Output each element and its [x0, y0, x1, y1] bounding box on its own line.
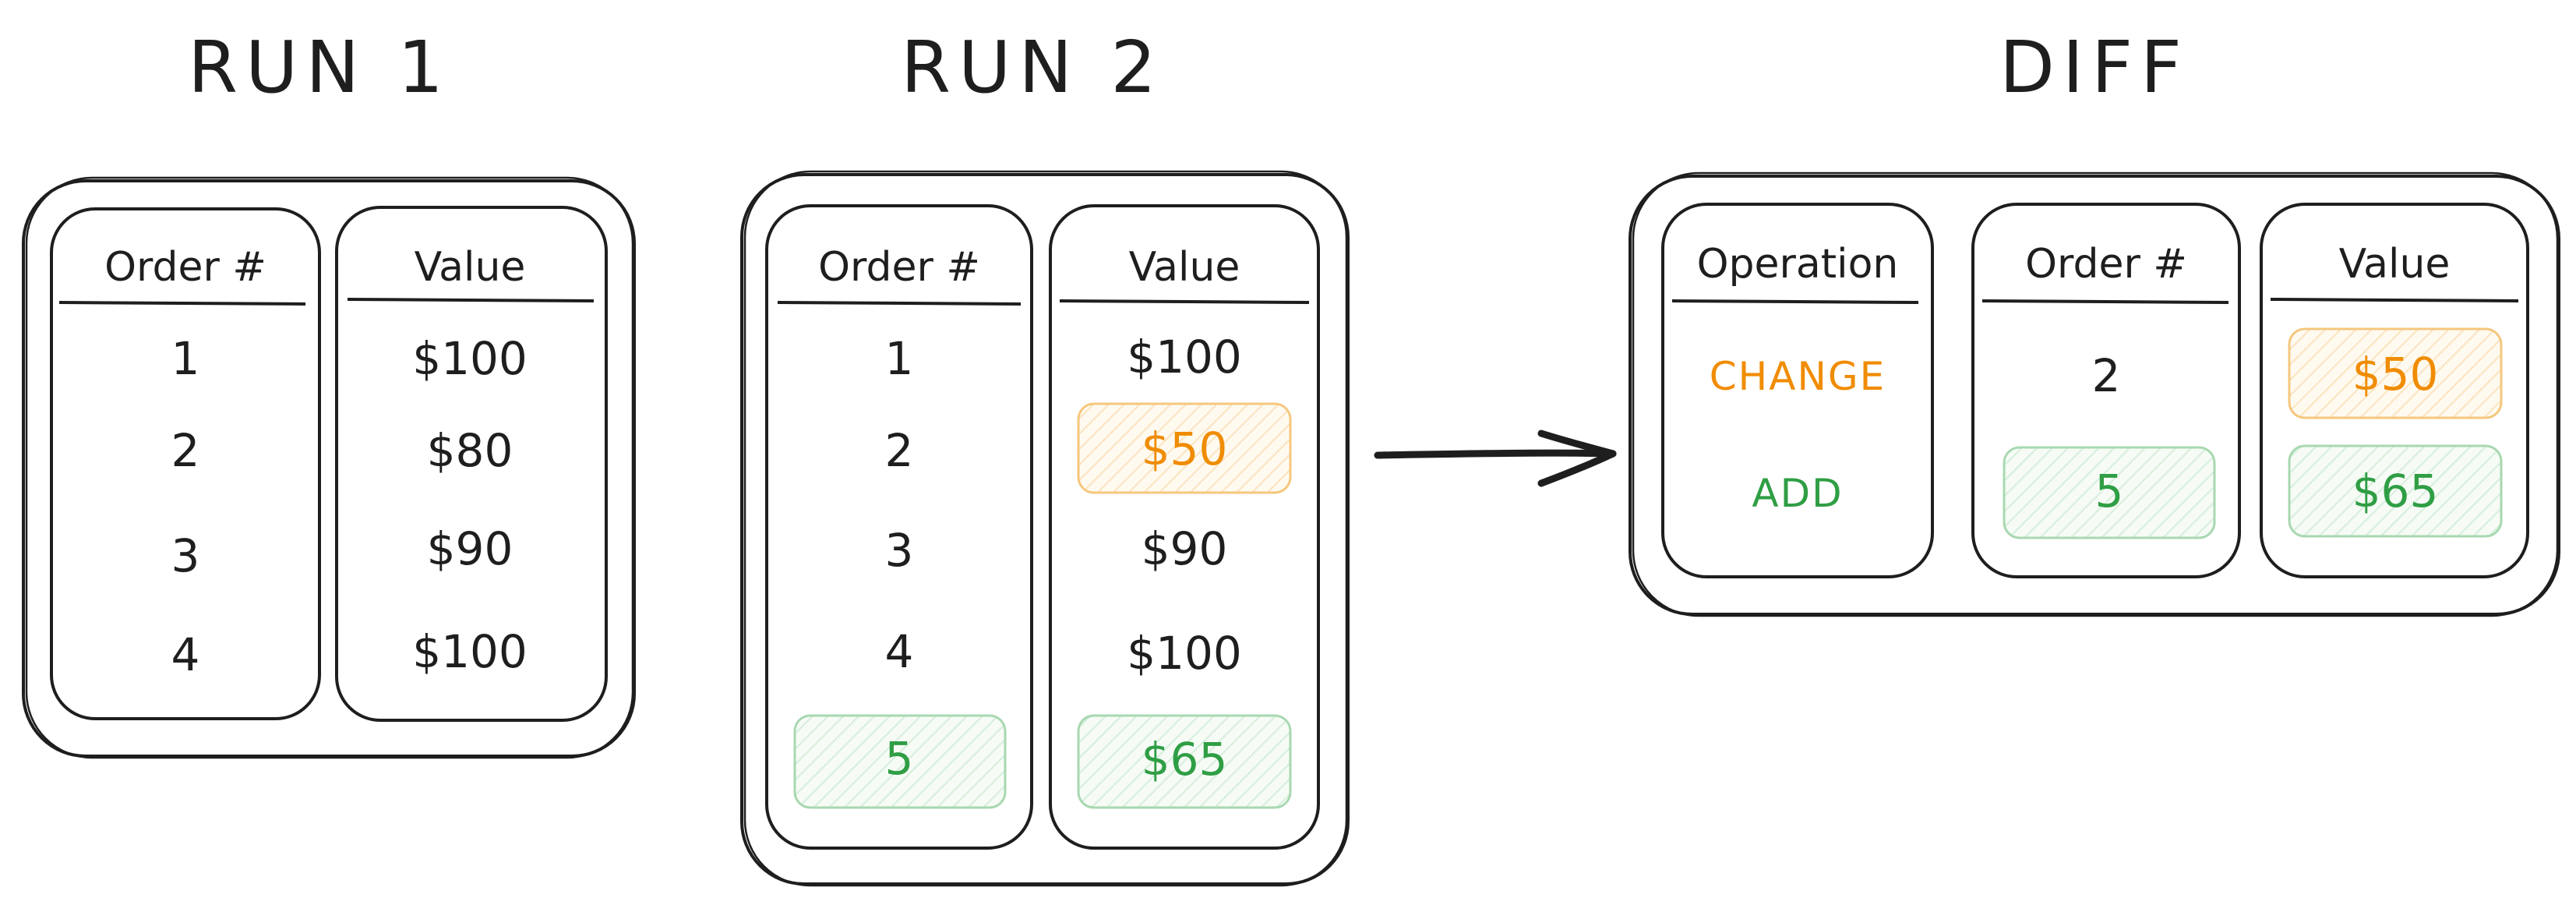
- run2-added-value-highlight: [1077, 714, 1292, 809]
- run2-value-cell-changed: $50: [1142, 422, 1228, 475]
- right-arrow-icon: [1374, 430, 1617, 487]
- diff-operation-add: ADD: [1752, 471, 1843, 516]
- run2-order-cell: 3: [885, 524, 914, 577]
- run1-value-column: Value $100 $80 $90 $100: [335, 206, 608, 722]
- run2-order-cell: 1: [885, 332, 914, 385]
- diff-order-cell: 2: [2092, 349, 2121, 402]
- run1-order-header: Order #: [104, 244, 266, 291]
- diff-order-column: Order # 2 5: [1971, 203, 2241, 578]
- run2-order-header: Order #: [818, 244, 980, 291]
- run1-value-cell: $90: [427, 522, 513, 575]
- run1-order-cell: 4: [171, 628, 200, 681]
- run2-title: RUN 2: [901, 26, 1164, 109]
- run1-order-column: Order # 1 2 3 4: [50, 207, 321, 720]
- run2-value-header: Value: [1129, 244, 1240, 291]
- diff-order-header: Order #: [2025, 241, 2187, 288]
- diff-value-cell-changed: $50: [2352, 348, 2439, 401]
- run2-order-column: Order # 1 2 3 4 5: [765, 204, 1033, 850]
- run2-order-cell-added: 5: [885, 732, 914, 785]
- run1-frame: [22, 179, 636, 758]
- run1-title: RUN 1: [188, 26, 451, 109]
- run2-value-cell: $90: [1142, 522, 1228, 575]
- diff-operation-column: Operation CHANGE ADD: [1661, 203, 1934, 578]
- run1-panel: RUN 1 Order # 1 2 3 4 Value $100 $80 $90…: [22, 26, 636, 759]
- run2-order-cell: 4: [885, 625, 914, 678]
- diff-value-header: Value: [2339, 241, 2451, 288]
- run1-order-cell: 3: [171, 529, 200, 582]
- run2-panel: RUN 2 Order # 1 2 3 4 5 Value $100 $50 $…: [740, 26, 1350, 887]
- diff-title: DIFF: [1999, 26, 2190, 109]
- diff-changed-value-highlight: [2288, 327, 2503, 419]
- diff-value-column: Value $50 $65: [2260, 203, 2529, 578]
- run1-value-cell: $100: [412, 332, 528, 385]
- run2-value-cell-added: $65: [1142, 733, 1228, 786]
- run2-added-order-highlight: [793, 714, 1007, 809]
- run2-value-cell: $100: [1127, 627, 1242, 680]
- diff-frame: [1629, 175, 2560, 616]
- run2-value-cell: $100: [1127, 331, 1242, 384]
- run1-value-cell: $100: [412, 625, 528, 678]
- run1-order-cell: 2: [171, 424, 200, 477]
- run2-order-cell: 2: [885, 424, 914, 477]
- run1-value-cell: $80: [427, 424, 513, 477]
- run2-frame: [740, 173, 1350, 886]
- diff-panel: DIFF Operation CHANGE ADD Order # 2 5 Va…: [1629, 26, 2560, 617]
- diff-operation-change: CHANGE: [1710, 354, 1886, 399]
- run2-changed-value-highlight: [1077, 402, 1292, 494]
- diff-order-cell-added: 5: [2095, 465, 2124, 518]
- diff-added-order-highlight: [2003, 446, 2216, 539]
- diff-value-cell-added: $65: [2352, 465, 2439, 518]
- run1-value-header: Value: [415, 244, 526, 291]
- diff-operation-header: Operation: [1697, 241, 1899, 288]
- run1-order-cell: 1: [171, 332, 200, 385]
- diff-added-value-highlight: [2288, 444, 2503, 538]
- run2-value-column: Value $100 $50 $90 $100 $65: [1049, 204, 1320, 850]
